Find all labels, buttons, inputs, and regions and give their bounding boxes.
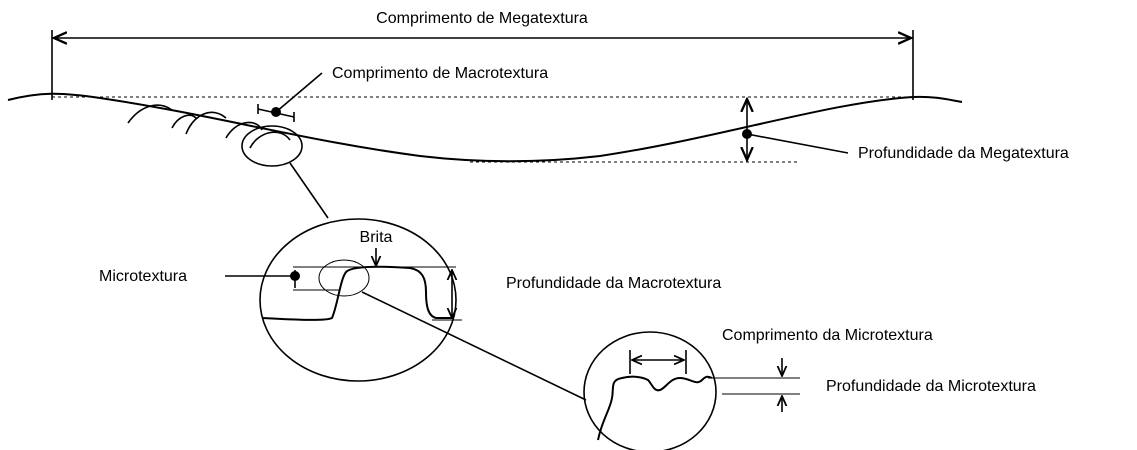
macrotexture-length-label: Comprimento de Macrotextura [332, 65, 548, 82]
microtexture-depth-label: Profundidade da Microtextura [826, 378, 1036, 395]
megatexture-depth-label: Profundidade da Megatextura [858, 145, 1069, 162]
microtexture-length-label: Comprimento da Microtextura [722, 327, 933, 344]
macrotexture-length-indicator [257, 72, 323, 122]
zoom-connector-line [289, 162, 329, 219]
microtexture-depth-indicator [708, 358, 800, 412]
road-surface-profile [7, 92, 963, 163]
surface-detail-ellipse [241, 125, 303, 167]
microtexture-indicator [225, 270, 300, 288]
macrotexture-depth-label: Profundidade da Macrotextura [506, 275, 721, 292]
megatexture-depth-indicator [742, 99, 849, 160]
microtexture-label: Microtextura [99, 268, 187, 285]
microtexture-profile [597, 350, 713, 441]
microtexture-zoom-ellipse [583, 331, 717, 450]
macrotexture-profile [261, 259, 462, 321]
megatexture-length-label: Comprimento de Megatextura [376, 10, 588, 27]
megatexture-length-dimension [51, 30, 914, 100]
surface-aggregate-hooks [127, 104, 291, 149]
zoom-connector-line-2 [361, 291, 587, 401]
aggregate-label: Brita [360, 229, 393, 246]
